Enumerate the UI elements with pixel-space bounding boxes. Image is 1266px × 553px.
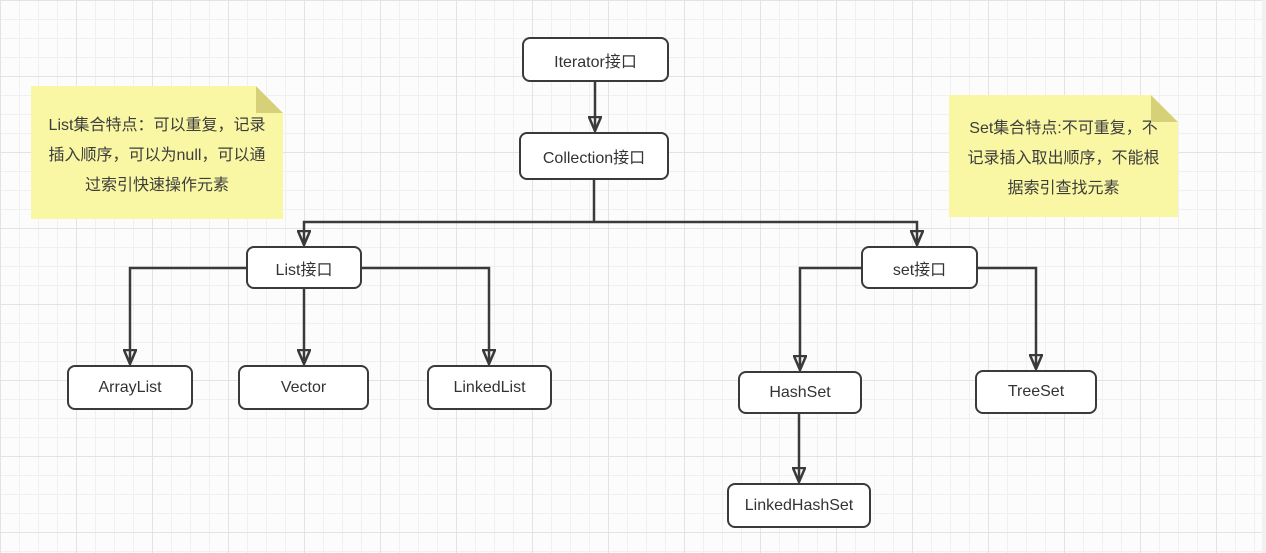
note-line: 插入顺序，可以为null，可以通	[48, 146, 266, 164]
node-label: List接口	[275, 261, 333, 279]
node-label: HashSet	[769, 383, 831, 401]
connector-set-treeset	[978, 266, 1036, 368]
node-collection-interface[interactable]: Collection接口	[519, 132, 669, 180]
node-treeset[interactable]: TreeSet	[975, 370, 1097, 414]
connector-collection-set	[594, 220, 917, 244]
note-line: Set集合特点:不可重复，不	[969, 120, 1158, 137]
connector-list-arraylist	[130, 266, 246, 363]
sticky-note-list-features[interactable]: List集合特点：可以重复，记录 插入顺序，可以为null，可以通 过索引快速操…	[31, 86, 283, 219]
node-list-interface[interactable]: List接口	[246, 246, 362, 289]
node-vector[interactable]: Vector	[238, 365, 369, 410]
node-label: LinkedHashSet	[744, 496, 854, 514]
node-label: set接口	[892, 261, 947, 279]
node-label: Iterator接口	[554, 53, 637, 71]
node-iterator-interface[interactable]: Iterator接口	[522, 37, 669, 82]
connector-collection-list	[304, 220, 594, 244]
note-line: List集合特点：可以重复，记录	[48, 116, 266, 134]
node-label: Collection接口	[542, 150, 646, 167]
connector-list-linkedlist	[362, 266, 489, 363]
note-folded-corner-icon	[1151, 95, 1178, 122]
note-folded-corner-icon	[256, 86, 283, 113]
node-label: TreeSet	[1007, 383, 1065, 400]
connector-set-hashset	[800, 266, 861, 369]
note-line: 记录插入取出顺序，不能根	[967, 150, 1160, 167]
scrollbar-track[interactable]	[1262, 0, 1266, 553]
node-arraylist[interactable]: ArrayList	[67, 365, 193, 410]
node-set-interface[interactable]: set接口	[861, 246, 978, 289]
sticky-note-set-features[interactable]: Set集合特点:不可重复，不 记录插入取出顺序，不能根 据索引查找元素	[949, 95, 1178, 217]
node-label: ArrayList	[98, 378, 162, 396]
node-hashset[interactable]: HashSet	[738, 371, 862, 414]
note-line: 据索引查找元素	[1007, 180, 1120, 197]
note-line: 过索引快速操作元素	[84, 176, 229, 194]
node-linkedhashset[interactable]: LinkedHashSet	[727, 483, 871, 528]
node-label: Vector	[280, 378, 327, 396]
node-linkedlist[interactable]: LinkedList	[427, 365, 552, 410]
node-label: LinkedList	[453, 378, 526, 396]
